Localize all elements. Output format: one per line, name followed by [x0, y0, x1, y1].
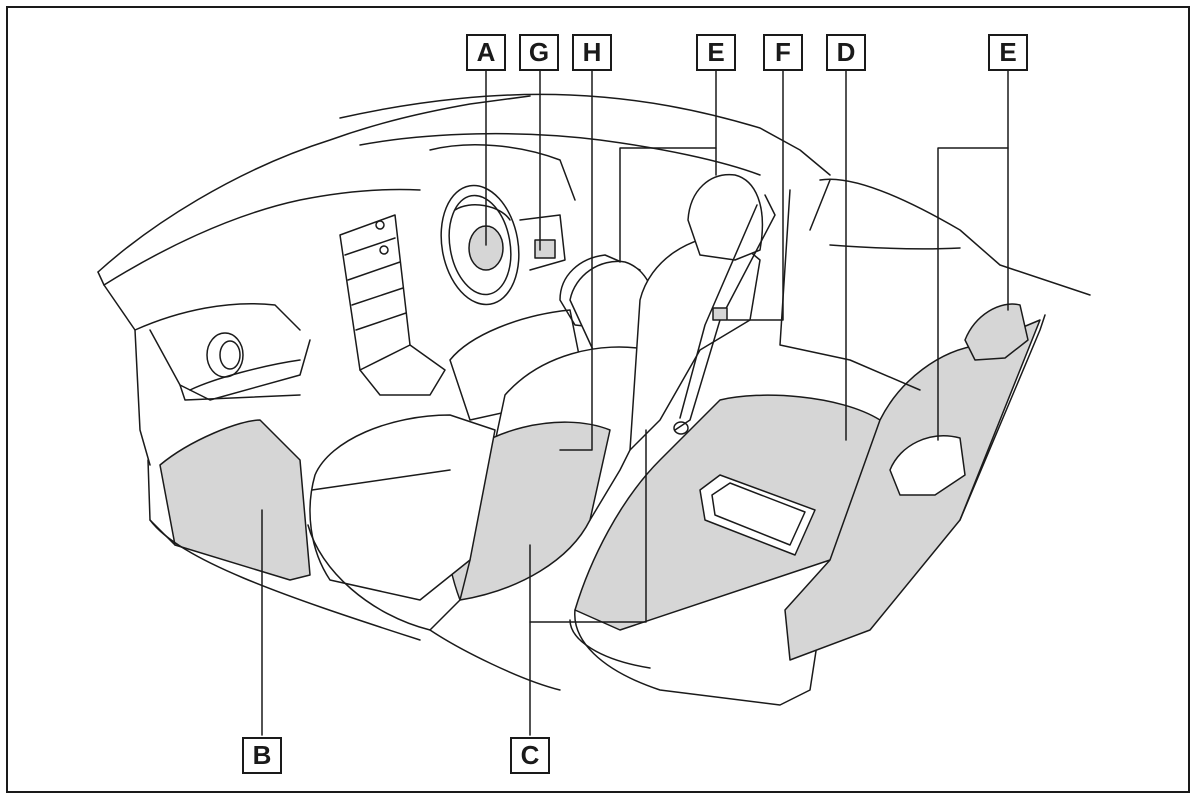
callout-b: B [242, 737, 282, 774]
dashboard [97, 93, 831, 466]
rear-seat-cushion [569, 394, 881, 706]
callout-f: F [763, 34, 803, 71]
leader-lines [261, 69, 1009, 736]
callout-g: G [519, 34, 559, 71]
callout-h: H [572, 34, 612, 71]
center-stack [339, 214, 446, 396]
callout-c: C [510, 737, 550, 774]
rear-window [779, 178, 1091, 391]
steering-wheel [440, 184, 520, 306]
floor-mats [147, 419, 561, 691]
callout-e-right: E [988, 34, 1028, 71]
callout-a: A [466, 34, 506, 71]
rear-seatback [784, 303, 1046, 661]
callout-e-top: E [696, 34, 736, 71]
seat-belt [673, 194, 776, 435]
middle-seatback [629, 173, 764, 451]
callout-d: D [826, 34, 866, 71]
round-air-vent [206, 332, 244, 378]
